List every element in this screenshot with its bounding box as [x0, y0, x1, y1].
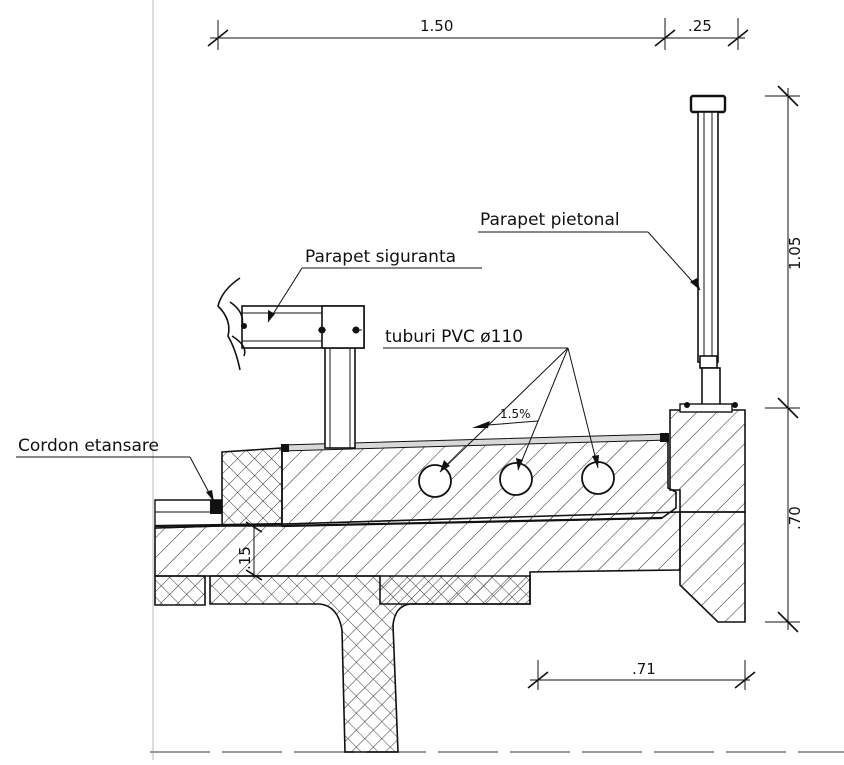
label-parapet-pietonal: Parapet pietonal	[480, 210, 620, 230]
label-tuburi-pvc-group: tuburi PVC ø110	[383, 327, 599, 473]
label-cordon-etansare: Cordon etansare	[18, 436, 159, 456]
top-dimension: 1.50 .25	[207, 17, 749, 50]
slab-dimension: .15	[236, 521, 263, 581]
dim-1-05: 1.05	[786, 237, 804, 270]
edge-cap	[669, 409, 746, 513]
dim-0-25: .25	[688, 17, 712, 35]
label-parapet-siguranta-group: Parapet siguranta	[267, 247, 482, 323]
finish-end-left	[281, 444, 289, 452]
sidewalk-body	[281, 437, 677, 527]
safety-parapet	[217, 277, 365, 449]
pvc-pipes	[418, 461, 615, 498]
label-parapet-pietonal-group: Parapet pietonal	[478, 210, 701, 291]
finish-end-right	[660, 433, 669, 442]
dim-1-50: 1.50	[420, 17, 453, 35]
label-tuburi-pvc: tuburi PVC ø110	[385, 327, 523, 347]
label-cordon-etansare-group: Cordon etansare	[16, 436, 215, 503]
slope-label: 1.5%	[500, 407, 531, 421]
pedestrian-parapet	[679, 94, 738, 413]
cantilever-dimension: .71	[527, 660, 756, 690]
pvc-pipe-1	[418, 464, 452, 498]
pvc-pipe-2	[499, 462, 533, 496]
label-parapet-siguranta: Parapet siguranta	[305, 247, 456, 267]
beam-main	[209, 575, 531, 753]
dim-0-70: .70	[786, 506, 804, 530]
sealing-cord	[210, 500, 222, 514]
beam-left-flange	[154, 575, 206, 606]
dim-0-71: .71	[632, 660, 656, 678]
slope-indicator: 1.5%	[472, 407, 539, 428]
deck-cantilever	[679, 511, 746, 623]
dim-0-15: .15	[236, 546, 254, 570]
curb-block	[221, 447, 283, 527]
right-dimension: 1.05 .70	[765, 85, 804, 633]
